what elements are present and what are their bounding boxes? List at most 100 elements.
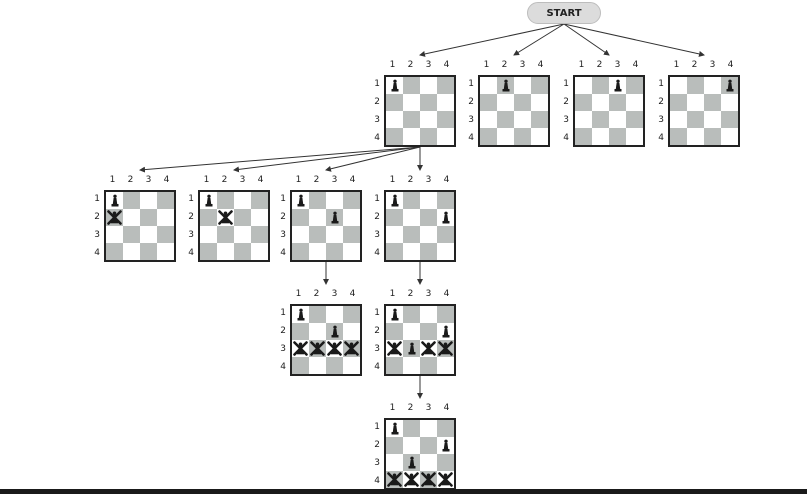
- queen-icon: [331, 211, 338, 224]
- queen-icon: [297, 194, 304, 207]
- row-label: 4: [374, 133, 380, 143]
- column-label: 2: [313, 289, 320, 299]
- board-square: [326, 226, 343, 243]
- column-label: 2: [407, 403, 414, 413]
- row-label: 2: [658, 97, 664, 107]
- board-square: [157, 192, 174, 209]
- board-square: [575, 128, 592, 145]
- board-square: [292, 306, 309, 323]
- column-label: 3: [709, 60, 716, 70]
- column-label: 4: [537, 60, 544, 70]
- board-square: [721, 128, 738, 145]
- queen-icon: [408, 342, 415, 355]
- board-square: [670, 94, 687, 111]
- column-label: 1: [295, 175, 302, 185]
- board-square: [514, 94, 531, 111]
- board-square: [575, 94, 592, 111]
- board-square: [420, 243, 437, 260]
- board-square: [343, 226, 360, 243]
- tree-edge: [563, 23, 705, 57]
- board-square: [309, 323, 326, 340]
- column-label: 1: [389, 403, 396, 413]
- board-square: [251, 226, 268, 243]
- board-square: [326, 323, 343, 340]
- queen-icon: [391, 308, 398, 321]
- column-label: 2: [127, 175, 134, 185]
- column-label: 4: [443, 60, 450, 70]
- tree-edge: [513, 23, 565, 56]
- board-square: [609, 111, 626, 128]
- board-square: [386, 192, 403, 209]
- column-label: 4: [163, 175, 170, 185]
- board-square: [309, 226, 326, 243]
- board-square: [437, 454, 454, 471]
- row-label: 4: [563, 133, 569, 143]
- board-square: [157, 243, 174, 260]
- board-square: [437, 306, 454, 323]
- board-square: [292, 226, 309, 243]
- board-square: [326, 192, 343, 209]
- column-label: 3: [331, 289, 338, 299]
- board-square: [343, 209, 360, 226]
- board-square: [420, 128, 437, 145]
- board-square: [420, 471, 437, 488]
- row-label: 2: [94, 212, 100, 222]
- row-label: 3: [374, 115, 380, 125]
- column-label: 1: [389, 175, 396, 185]
- board-square: [480, 111, 497, 128]
- queen-icon: [614, 79, 621, 92]
- queen-icon: [442, 211, 449, 224]
- column-label: 3: [614, 60, 621, 70]
- board-square: [437, 226, 454, 243]
- row-label: 1: [374, 194, 380, 204]
- board-square: [309, 209, 326, 226]
- board-square: [420, 226, 437, 243]
- column-label: 4: [727, 60, 734, 70]
- board-square: [420, 77, 437, 94]
- column-label: 4: [443, 175, 450, 185]
- board-square: [497, 77, 514, 94]
- column-label: 3: [145, 175, 152, 185]
- chessboard-grid: [384, 418, 456, 490]
- board-square: [403, 128, 420, 145]
- chessboard-grid: [668, 75, 740, 147]
- board-square: [326, 340, 343, 357]
- row-label: 4: [94, 248, 100, 258]
- column-label: 3: [425, 60, 432, 70]
- bottom-divider: [0, 489, 807, 494]
- board-square: [403, 209, 420, 226]
- board-square: [200, 192, 217, 209]
- board-square: [217, 226, 234, 243]
- board-square: [123, 243, 140, 260]
- board-square: [437, 209, 454, 226]
- chessboard-grid: [384, 190, 456, 262]
- board-square: [326, 243, 343, 260]
- board-square: [140, 209, 157, 226]
- chessboard-grid: [290, 304, 362, 376]
- blocked-queen-icon: [438, 341, 453, 356]
- column-label: 1: [483, 60, 490, 70]
- queen-icon: [391, 194, 398, 207]
- board-square: [403, 94, 420, 111]
- column-label: 1: [673, 60, 680, 70]
- board-square: [292, 243, 309, 260]
- board-square: [403, 77, 420, 94]
- column-label: 4: [443, 289, 450, 299]
- row-label: 3: [374, 230, 380, 240]
- board-square: [420, 340, 437, 357]
- row-label: 3: [188, 230, 194, 240]
- column-label: 3: [425, 289, 432, 299]
- board-square: [106, 209, 123, 226]
- board-square: [403, 437, 420, 454]
- board-square: [386, 323, 403, 340]
- tree-edge: [139, 146, 421, 173]
- board-square: [626, 94, 643, 111]
- row-label: 1: [280, 194, 286, 204]
- board-square: [670, 128, 687, 145]
- board-square: [140, 226, 157, 243]
